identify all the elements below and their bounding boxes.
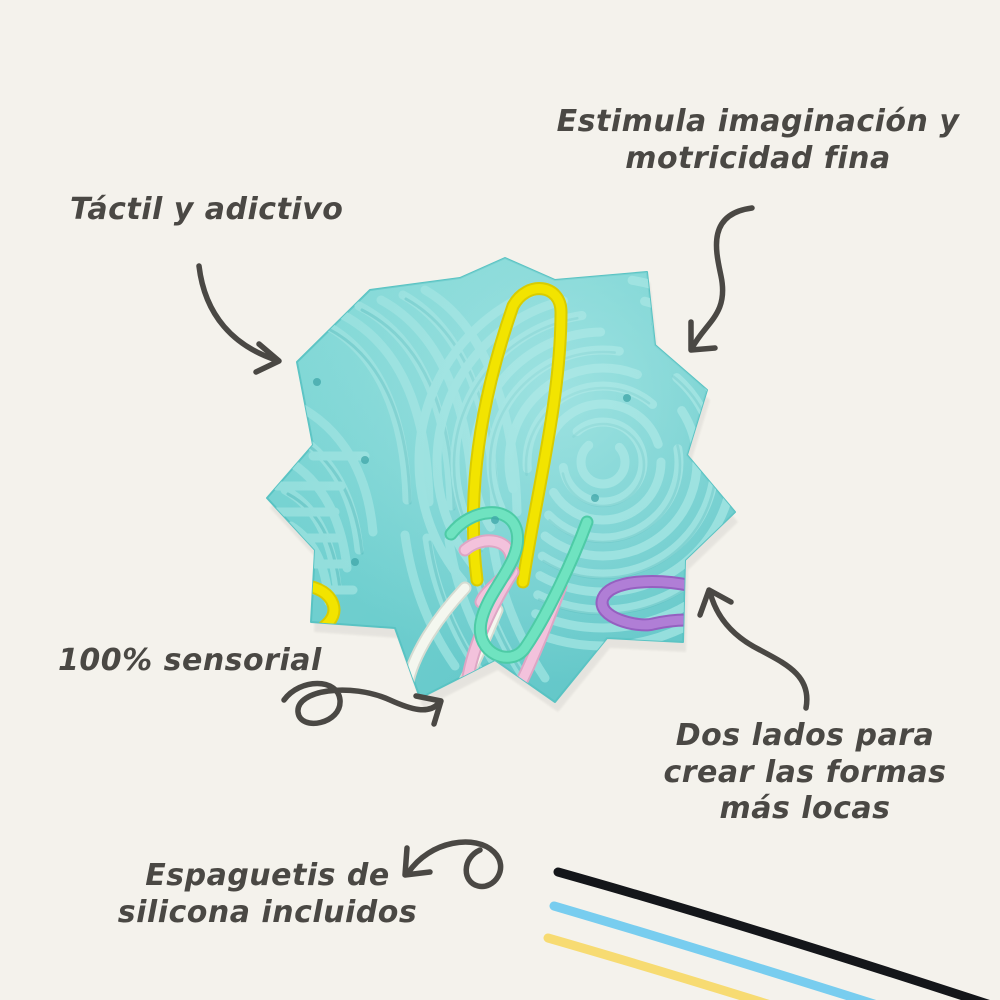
annotation-tactil: Táctil y adictivo [70,192,344,227]
black-spaghetti [553,867,990,1000]
spaghetti-mint [444,506,594,664]
annotation-espaguetis: Espaguetis de silicona incluidos [117,858,418,930]
spaghetti-yellow-upper [466,282,568,589]
lightblue-spaghetti [549,901,877,1000]
annotation-dos-lados: Dos lados para crear las formas más loca… [663,718,947,827]
annotation-estimula: Estimula imaginación y motricidad fina [556,104,960,176]
product-image [266,257,738,712]
pin-holes [313,378,631,566]
annotation-sensorial: 100% sensorial [58,643,322,678]
yellow-spaghetti [543,933,770,1000]
